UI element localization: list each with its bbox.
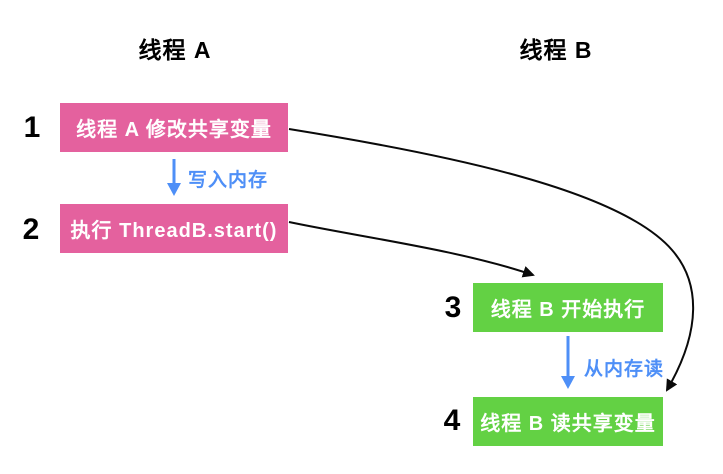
sequence-arrow-1-to-4: [288, 128, 695, 392]
step-1-number: 1: [23, 111, 41, 144]
sequence-arrow-2-to-3: [288, 221, 535, 278]
read-memory-label: 从内存读: [584, 359, 665, 380]
step-4-number: 4: [443, 404, 461, 437]
step-3-number: 3: [444, 291, 462, 324]
thread-b-title: 线程 B: [519, 37, 593, 63]
step-3-box: 线程 B 开始执行: [473, 283, 663, 332]
write-memory-label: 写入内存: [188, 170, 269, 191]
thread-a-title: 线程 A: [138, 37, 212, 63]
step-4-box: 线程 B 读共享变量: [473, 397, 663, 446]
step-1-box: 线程 A 修改共享变量: [60, 103, 288, 152]
step-2-box: 执行 ThreadB.start(): [60, 204, 288, 253]
step-2-number: 2: [22, 213, 40, 246]
